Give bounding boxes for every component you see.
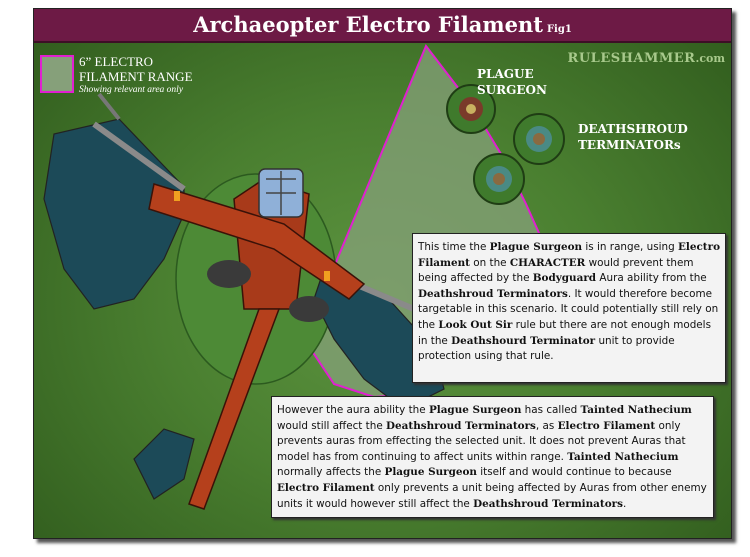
bold-term: Bodyguard bbox=[532, 272, 597, 285]
text-segment: . It would therefore become targetable i… bbox=[418, 287, 719, 331]
bold-term: CHARACTER bbox=[509, 256, 586, 269]
bold-term: Tainted Nathecium bbox=[567, 450, 679, 463]
plague-surgeon-label: PLAGUE SURGEON bbox=[477, 66, 547, 98]
bold-term: Plague Surgeon bbox=[428, 404, 522, 416]
label-line: PLAGUE bbox=[477, 67, 534, 81]
bold-term: Deathshroud Terminators bbox=[386, 419, 536, 432]
text-segment: is in range, using bbox=[582, 241, 678, 253]
battlefield-scene bbox=[43, 44, 565, 510]
label-line: SURGEON bbox=[477, 83, 547, 97]
brand-name: RULESHAMMER bbox=[567, 51, 696, 66]
brand-domain: .com bbox=[695, 52, 725, 65]
bold-term: Electro Filament bbox=[277, 481, 375, 494]
legend-swatch bbox=[40, 55, 74, 93]
text-segment: would still affect the bbox=[277, 419, 387, 432]
text-segment: unit to provide protection using that ru… bbox=[418, 334, 675, 363]
label-line: DEATHSHROUD bbox=[578, 122, 688, 136]
deathshroud-terminator-model-2 bbox=[473, 153, 525, 205]
text-segment: normally affects the bbox=[277, 466, 385, 479]
text-segment: only prevents a unit being affected by A… bbox=[277, 481, 707, 510]
text-segment: Aura ability from the bbox=[596, 272, 707, 285]
explanation-box-2: However the aura ability the Plague Surg… bbox=[271, 396, 714, 518]
plague-surgeon-model bbox=[446, 84, 496, 134]
bold-term: Deathshourd Terminator bbox=[451, 334, 596, 347]
text-segment: would prevent them being affected by the bbox=[418, 256, 694, 285]
legend: 6” ELECTRO FILAMENT RANGE Showing releva… bbox=[79, 54, 193, 96]
explanation-box-1: This time the Plague Surgeon is in range… bbox=[412, 233, 726, 383]
figure-label: Fig1 bbox=[546, 24, 572, 35]
text-segment: rule but there are not enough models in … bbox=[418, 318, 711, 347]
tail-wing bbox=[133, 428, 195, 500]
brand-logo: RULESHAMMER.com bbox=[568, 51, 725, 66]
legend-line-2: FILAMENT RANGE bbox=[79, 69, 193, 84]
bold-term: Deathshroud Terminators bbox=[473, 497, 623, 510]
left-wing bbox=[43, 92, 186, 310]
bold-term: Plague Surgeon bbox=[489, 241, 583, 253]
bold-term: Electro Filament bbox=[557, 419, 656, 432]
text-segment: has called bbox=[521, 404, 581, 416]
bold-term: Deathshroud Terminators bbox=[418, 287, 568, 300]
bold-term: Tainted Nathecium bbox=[580, 404, 692, 416]
page-title: Archaeopter Electro Filament bbox=[193, 12, 543, 37]
text-segment: This time the bbox=[418, 241, 490, 253]
legend-line-1: 6” ELECTRO bbox=[79, 54, 154, 69]
text-segment: However the aura ability the bbox=[277, 404, 429, 416]
text-segment: itself and would continue to because bbox=[476, 466, 672, 479]
bold-term: Electro Filament bbox=[418, 241, 720, 269]
text-segment: . bbox=[622, 497, 627, 510]
archaeopter-fuselage bbox=[148, 168, 366, 510]
legend-note: Showing relevant area only bbox=[79, 85, 184, 95]
text-segment: only prevents auras from effecting the s… bbox=[277, 419, 686, 463]
bold-term: Plague Surgeon bbox=[384, 466, 477, 479]
deathshroud-terminator-model-1 bbox=[513, 113, 565, 165]
deathshroud-label: DEATHSHROUD TERMINATORs bbox=[578, 121, 688, 153]
label-line: TERMINATORs bbox=[578, 138, 681, 152]
bold-term: Look Out Sir bbox=[438, 318, 513, 331]
text-segment: on the bbox=[469, 256, 510, 269]
text-segment: , as bbox=[535, 419, 558, 432]
